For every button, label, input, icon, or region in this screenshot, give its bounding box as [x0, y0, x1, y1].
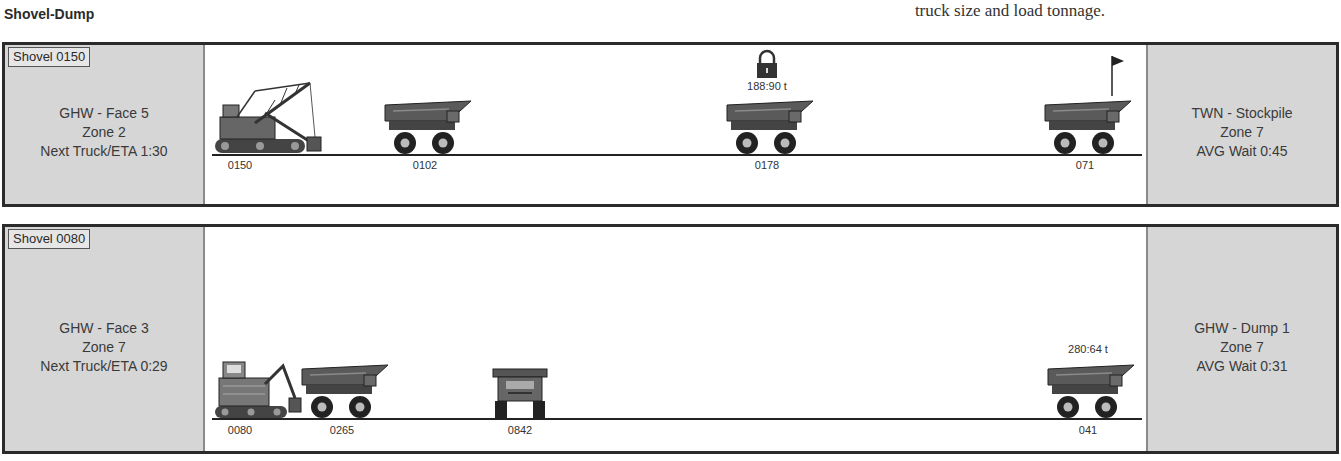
truck-symbol [302, 365, 388, 418]
truck-label: 0150 [228, 159, 252, 172]
shovel-symbol [274, 409, 281, 416]
truck-front-symbol [498, 377, 542, 401]
shovel-symbol [215, 362, 301, 418]
ground-line [212, 418, 1142, 420]
truck-symbol [1048, 365, 1134, 418]
truck-front-symbol [506, 381, 534, 389]
info-line: Next Truck/ETA 1:30 [40, 142, 167, 161]
shovel-symbol [307, 137, 321, 151]
info-line: Zone 2 [82, 123, 126, 142]
ground-line [212, 155, 1142, 419]
truck-label: 0178 [755, 159, 779, 172]
shovel-symbol [265, 366, 295, 398]
shovel-tab: Shovel 0150 [8, 47, 90, 67]
truck-label: 0842 [508, 424, 532, 437]
shovel-symbol [255, 83, 310, 123]
caption-fragment: truck size and load tonnage. [915, 1, 1105, 21]
shovel-symbol [215, 83, 321, 153]
truck-front-symbol [508, 392, 532, 394]
shovel-symbol [291, 142, 299, 150]
truck-label: 071 [1076, 159, 1094, 172]
info-line: Zone 7 [1220, 338, 1264, 357]
truck-front-symbol [493, 369, 547, 377]
shovel-symbol [227, 365, 241, 373]
shovel-symbol [223, 362, 245, 378]
lock-icon [766, 68, 768, 73]
info-line: AVG Wait 0:45 [1196, 142, 1287, 161]
shovel-symbol [295, 85, 299, 94]
shovel-symbol [255, 83, 310, 91]
shovel-symbol [256, 142, 264, 150]
info-line: AVG Wait 0:31 [1196, 357, 1287, 376]
lock-icon [757, 63, 777, 78]
truck-label: 0102 [413, 159, 437, 172]
shovel-symbol [223, 386, 265, 387]
shovel-symbol [237, 91, 255, 117]
shovel-tab: Shovel 0080 [8, 229, 90, 249]
shovel-symbol [220, 117, 275, 139]
truck-front-symbol [533, 401, 545, 418]
info-line: Zone 7 [1220, 123, 1264, 142]
shovel-symbol [280, 88, 287, 105]
info-line: Next Truck/ETA 0:29 [40, 357, 167, 376]
screen-title: Shovel-Dump [4, 6, 94, 22]
flag-icon [1112, 56, 1124, 96]
shovel-symbol [310, 83, 315, 137]
shovel-info-box: GHW - Face 3Zone 7Next Truck/ETA 0:29 [5, 227, 205, 451]
truck-symbol [385, 101, 471, 154]
truck-label: 280:64 t [1068, 343, 1108, 356]
dump-info-box: TWN - StockpileZone 7AVG Wait 0:45 [1146, 45, 1336, 204]
shovel-symbol [222, 409, 229, 416]
flag-icon [1112, 56, 1124, 66]
truck-symbol [727, 101, 813, 154]
shovel-symbol [289, 398, 301, 412]
shovel-symbol [223, 105, 239, 117]
truck-symbol [1045, 101, 1131, 154]
shovel-symbol [221, 142, 229, 150]
shovel-symbol [219, 378, 269, 406]
lock-icon [757, 51, 777, 78]
truck-label: 0080 [228, 424, 252, 437]
info-line: TWN - Stockpile [1191, 104, 1292, 123]
truck-front-symbol [493, 369, 547, 418]
ground-line [212, 154, 1142, 156]
dump-info-box: GHW - Dump 1Zone 7AVG Wait 0:31 [1146, 227, 1336, 451]
truck-label: 041 [1079, 424, 1097, 437]
shovel-symbol [223, 394, 265, 395]
shovel-panel: GHW - Face 5Zone 2Next Truck/ETA 1:30 TWN… [2, 42, 1339, 207]
shovel-symbol [215, 406, 287, 418]
info-line: GHW - Dump 1 [1194, 319, 1290, 338]
info-line: GHW - Face 5 [59, 104, 148, 123]
lock-icon [760, 51, 774, 64]
shovel-info-box: GHW - Face 5Zone 2Next Truck/ETA 1:30 [5, 45, 205, 204]
truck-label: 188:90 t [747, 80, 787, 93]
truck-front-symbol [495, 401, 507, 418]
info-line: GHW - Face 3 [59, 319, 148, 338]
shovel-symbol [215, 139, 305, 153]
shovel-symbol [248, 409, 255, 416]
shovel-symbol [265, 113, 312, 143]
truck-label: 0265 [330, 424, 354, 437]
info-line: Zone 7 [82, 338, 126, 357]
shovel-panel: GHW - Face 3Zone 7Next Truck/ETA 0:29GHW… [2, 224, 1339, 454]
